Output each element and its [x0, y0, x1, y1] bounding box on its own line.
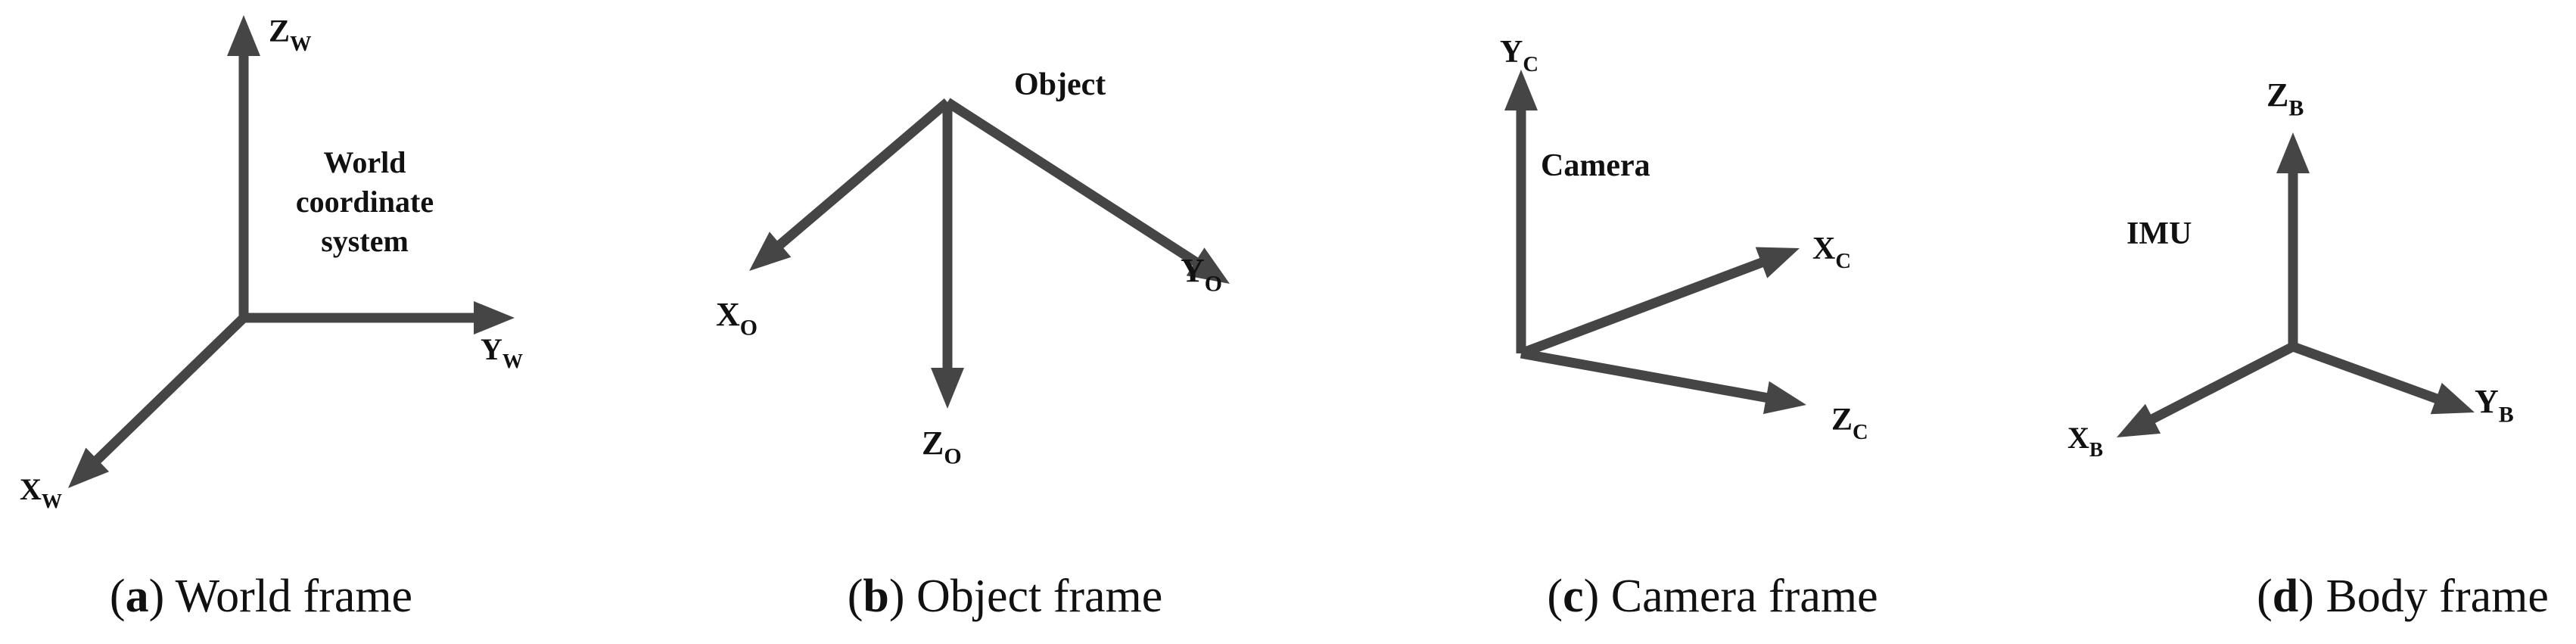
- axis-label-z-body: ZB: [2266, 76, 2304, 120]
- axis-label-x-camera-subscript: C: [1835, 250, 1851, 273]
- axis-y-body: [2291, 341, 2475, 415]
- axis-label-y-camera: YC: [1500, 35, 1538, 76]
- axis-label-z-object: ZO: [922, 425, 962, 468]
- axis-label-y-object-subscript: O: [1205, 271, 1222, 296]
- caption-letter: a: [126, 571, 149, 622]
- caption-letter: d: [2273, 571, 2298, 622]
- axis-label-x-world: XW: [20, 472, 62, 512]
- axis-label-x-body-subscript: B: [2089, 438, 2103, 461]
- axis-label-x-camera: XC: [1812, 232, 1851, 273]
- axis-z-body: [2276, 132, 2310, 347]
- axis-y-world: [244, 301, 515, 334]
- axis-label-y-world-letter: Y: [481, 332, 502, 366]
- axis-label-x-object: XO: [716, 296, 758, 340]
- axis-label-x-body-letter: X: [2067, 421, 2089, 455]
- axis-label-x-world-letter: X: [20, 472, 42, 506]
- axis-y-camera: [1504, 70, 1538, 353]
- panel-caption: (b) Object frame: [848, 571, 1163, 622]
- axis-label-y-camera-letter: Y: [1500, 35, 1523, 70]
- axis-label-z-world-subscript: W: [290, 33, 312, 56]
- frame-label: Object: [1014, 67, 1106, 102]
- axis-label-z-world: ZW: [269, 14, 312, 56]
- axis-label-y-object-letter: Y: [1181, 252, 1205, 289]
- frame-label: Camera: [1541, 148, 1650, 183]
- caption-text: World frame: [164, 571, 412, 622]
- axis-label-z-body-letter: Z: [2266, 76, 2288, 114]
- axis-x-world: [68, 314, 247, 488]
- axis-label-z-camera: ZC: [1831, 403, 1868, 444]
- caption-letter: b: [863, 571, 888, 622]
- axis-z-camera: [1520, 348, 1806, 415]
- panel-caption: (a) World frame: [110, 571, 412, 622]
- panel-caption: (d) Body frame: [2257, 571, 2549, 622]
- panel-caption: (c) Camera frame: [1547, 571, 1878, 622]
- axis-label-x-object-subscript: O: [740, 315, 758, 340]
- axis-label-z-object-subscript: O: [944, 443, 961, 468]
- axis-label-y-object: YO: [1181, 252, 1222, 296]
- axis-label-y-body-letter: Y: [2475, 383, 2499, 420]
- axis-z-world: [227, 15, 260, 318]
- axis-x-object: [749, 98, 951, 271]
- axis-label-x-object-letter: X: [716, 296, 740, 333]
- axis-label-z-camera-subscript: C: [1853, 421, 1868, 444]
- axis-x-camera: [1519, 247, 1800, 359]
- caption-text: Camera frame: [1599, 571, 1878, 622]
- axis-label-y-world-subscript: W: [502, 350, 523, 372]
- caption-text: Body frame: [2314, 571, 2549, 622]
- axis-label-x-world-subscript: W: [42, 490, 62, 512]
- axis-label-x-body: XB: [2067, 421, 2103, 461]
- axis-label-y-world: YW: [481, 332, 523, 372]
- frame-label: IMU: [2126, 216, 2192, 251]
- axis-label-y-camera-subscript: C: [1523, 53, 1538, 76]
- axis-y-object: [944, 98, 1230, 284]
- axis-label-z-world-letter: Z: [269, 14, 290, 49]
- axis-label-z-camera-letter: Z: [1831, 403, 1853, 437]
- axis-label-y-body: YB: [2475, 383, 2514, 427]
- caption-text: Object frame: [904, 571, 1162, 622]
- axis-label-y-body-subscript: B: [2499, 402, 2514, 427]
- axis-label-z-body-subscript: B: [2288, 95, 2304, 120]
- axis-z-object: [931, 102, 964, 409]
- axis-label-z-object-letter: Z: [922, 425, 944, 462]
- caption-letter: c: [1563, 571, 1584, 622]
- axis-label-x-camera-letter: X: [1812, 232, 1835, 266]
- axis-x-body: [2117, 342, 2295, 437]
